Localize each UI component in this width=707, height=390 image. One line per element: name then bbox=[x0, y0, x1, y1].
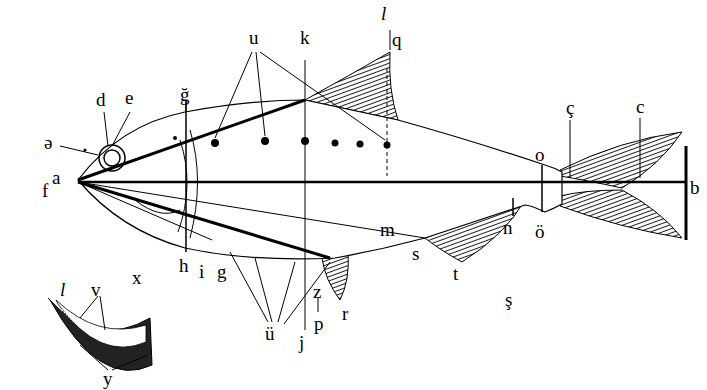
part-letter: x bbox=[132, 268, 142, 287]
part-letter: a bbox=[52, 168, 60, 187]
part-letter: ö bbox=[535, 222, 545, 241]
part-letter: ş bbox=[505, 290, 512, 309]
part-letter: h bbox=[179, 256, 189, 275]
part-letter: l bbox=[60, 280, 65, 299]
part-letter: p bbox=[314, 314, 324, 333]
part-letter: n bbox=[503, 218, 513, 237]
part-letter: o bbox=[535, 145, 545, 164]
part-letter: i bbox=[199, 262, 204, 281]
part-letter: b bbox=[690, 178, 700, 197]
part-letter: u bbox=[249, 28, 259, 47]
part-letter: ç bbox=[566, 98, 574, 117]
part-letter: c bbox=[636, 97, 644, 116]
part-letter: g bbox=[217, 262, 227, 281]
part-letter: t bbox=[453, 264, 458, 283]
part-letter: d bbox=[96, 90, 106, 109]
part-letter: ə bbox=[44, 133, 52, 152]
part-letter: v bbox=[91, 280, 101, 299]
part-letter: ü bbox=[265, 324, 275, 343]
part-letter: e bbox=[125, 88, 133, 107]
part-letter: r bbox=[342, 304, 348, 323]
part-letter: f bbox=[42, 181, 48, 200]
part-letter: m bbox=[380, 220, 395, 239]
part-letter: q bbox=[392, 30, 402, 49]
part-letter: k bbox=[300, 28, 310, 47]
part-letter: y bbox=[103, 369, 113, 388]
part-letter: j bbox=[299, 333, 304, 352]
part-letter: s bbox=[412, 244, 419, 263]
part-letter: ğ bbox=[180, 85, 190, 104]
part-letter: l bbox=[381, 4, 386, 23]
part-letter: z bbox=[313, 282, 321, 301]
